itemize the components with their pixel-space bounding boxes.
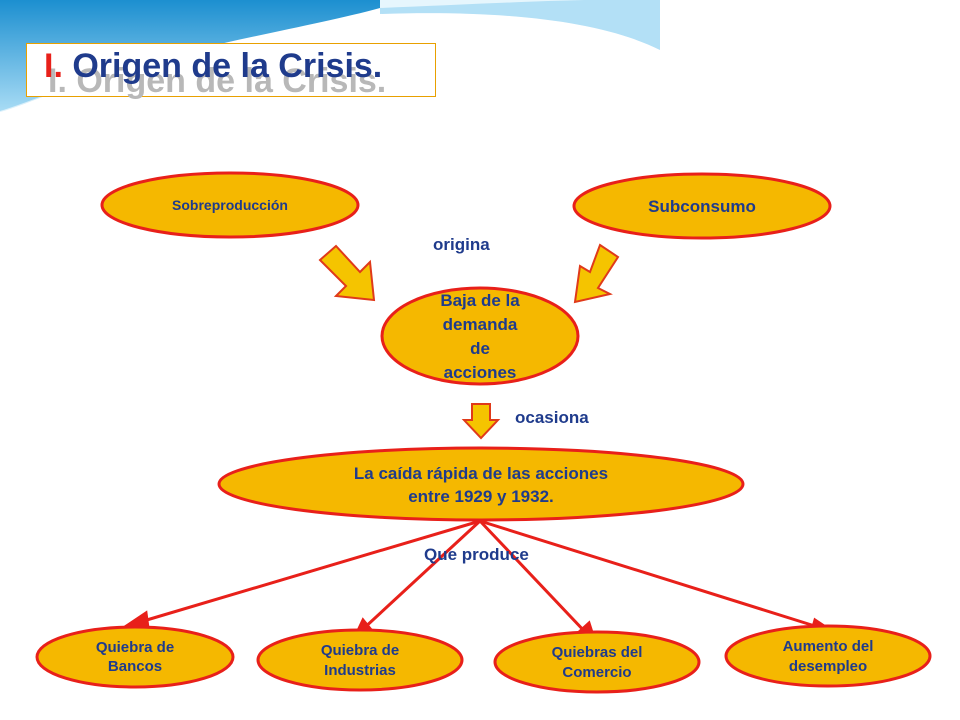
node-caida-line-2: entre 1929 y 1932. bbox=[408, 487, 554, 506]
node-quiebra-bancos bbox=[35, 625, 235, 689]
node-caida-acciones bbox=[217, 446, 745, 522]
node-quiebra-bancos-line-1: Quiebra de bbox=[96, 639, 174, 656]
node-aumento-desempleo-line-2: desempleo bbox=[789, 658, 867, 675]
node-baja-demanda-line-1: Baja de la bbox=[440, 291, 520, 310]
connector-ocasiona: ocasiona bbox=[515, 408, 589, 427]
arrow-right-down bbox=[573, 243, 620, 304]
node-subconsumo bbox=[572, 172, 832, 240]
node-baja-demanda bbox=[380, 286, 580, 386]
slide-title: I. Origen de la Crisis. bbox=[44, 47, 382, 86]
line-to-desempleo bbox=[479, 519, 819, 629]
line-to-bancos bbox=[139, 519, 481, 624]
line-to-comercio bbox=[478, 519, 590, 637]
node-baja-demanda-line-4: acciones bbox=[444, 363, 517, 382]
node-quiebras-comercio-line-1: Quiebras del bbox=[552, 644, 643, 661]
node-subconsumo-label: Subconsumo bbox=[648, 197, 756, 216]
node-aumento-desempleo bbox=[724, 624, 932, 688]
node-sobreproduccion bbox=[100, 171, 360, 239]
title-box bbox=[26, 43, 436, 97]
node-sobreproduccion-label: Sobreproducción bbox=[172, 197, 288, 213]
node-quiebra-industrias-line-2: Industrias bbox=[324, 662, 396, 679]
line-to-industrias bbox=[360, 519, 482, 632]
node-baja-demanda-line-2: demanda bbox=[443, 315, 518, 334]
arrow-left-down bbox=[318, 244, 376, 302]
title-text: Origen de la Crisis. bbox=[72, 47, 383, 85]
node-aumento-desempleo-line-1: Aumento del bbox=[783, 638, 874, 655]
node-quiebras-comercio-line-2: Comercio bbox=[562, 664, 631, 681]
title-shadow: I. Origen de la Crisis. bbox=[48, 62, 387, 100]
connector-que-produce: Que produce bbox=[424, 545, 529, 564]
node-baja-demanda-line-3: de bbox=[470, 339, 490, 358]
node-quiebra-industrias-line-1: Quiebra de bbox=[321, 642, 399, 659]
title-number: I. bbox=[44, 47, 63, 85]
node-quiebra-bancos-line-2: Bancos bbox=[108, 658, 162, 675]
node-caida-line-1: La caída rápida de las acciones bbox=[354, 464, 608, 483]
node-quiebras-comercio bbox=[493, 630, 701, 694]
node-quiebra-industrias bbox=[256, 628, 464, 692]
arrow-down bbox=[461, 403, 501, 440]
connector-origina: origina bbox=[433, 235, 490, 254]
produce-lines bbox=[123, 519, 834, 646]
